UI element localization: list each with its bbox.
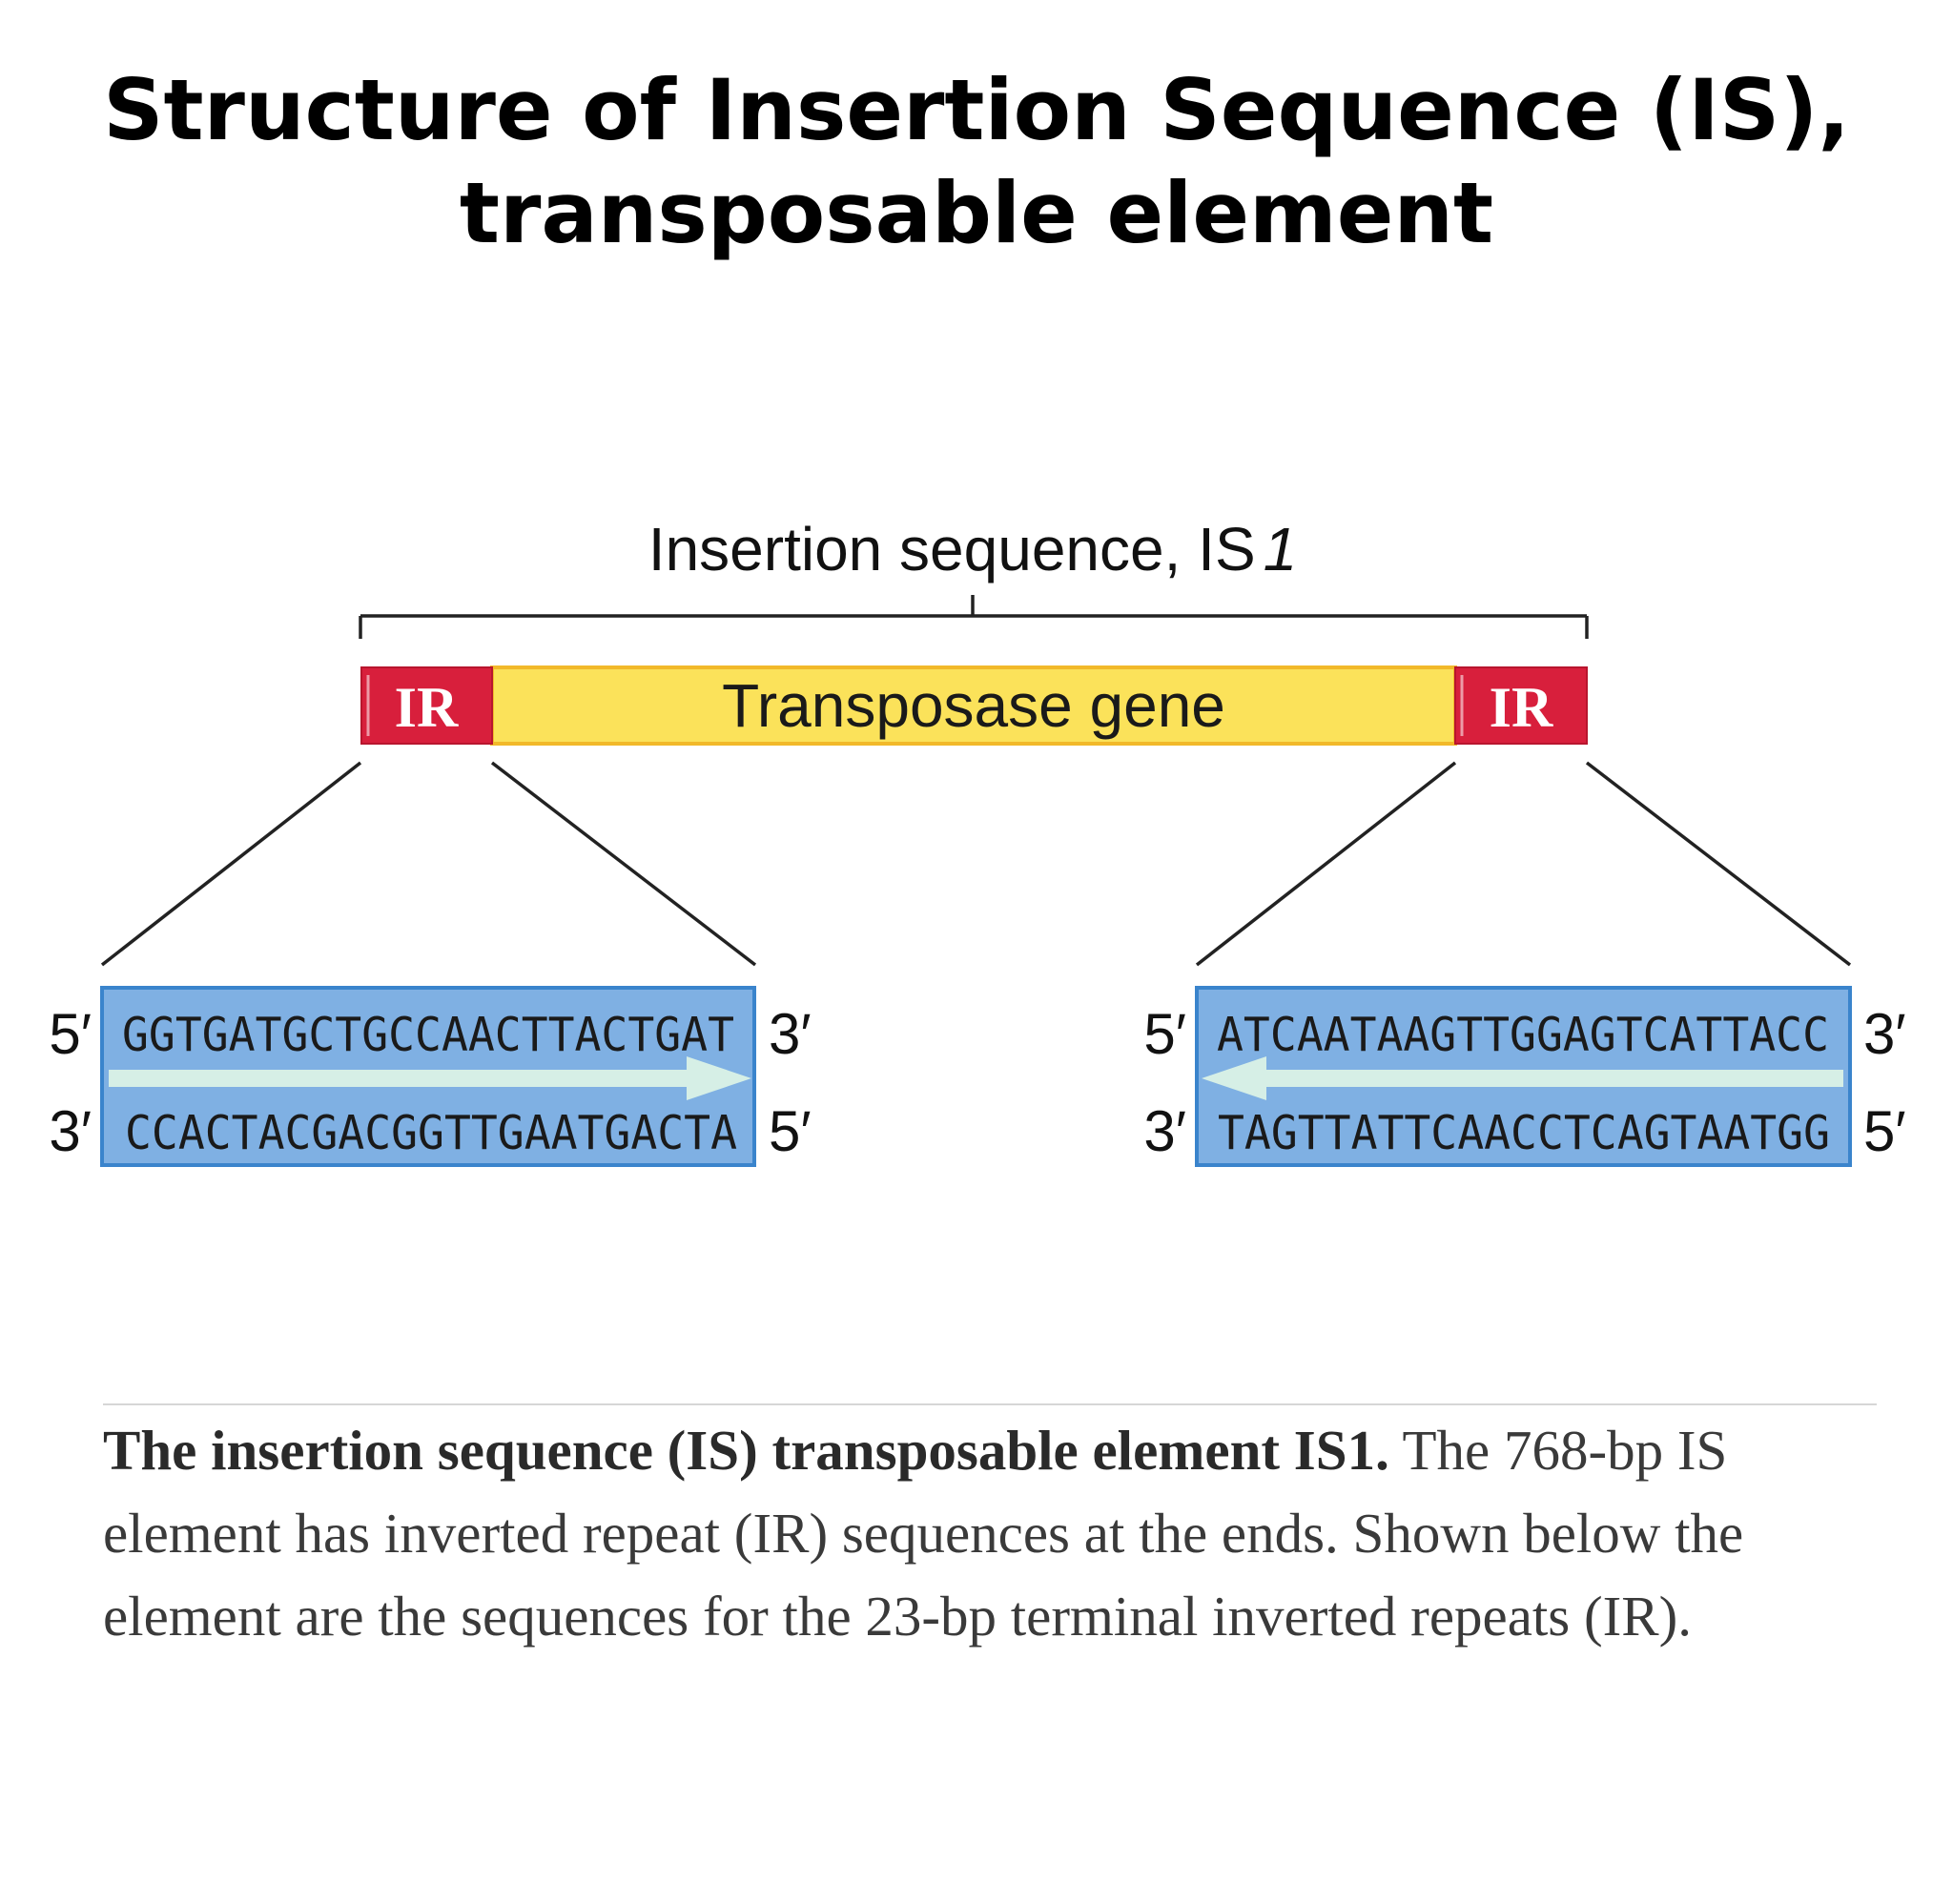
slide-title: Structure of Insertion Sequence (IS), tr… [0, 59, 1953, 265]
right-bottom-3prime: 3′ [1143, 1099, 1186, 1163]
right-top-sequence: ATCAATAAGTTGGAGTCATTACC [1217, 1008, 1829, 1062]
left-top-sequence: GGTGATGCTGCCAACTTACTGAT [122, 1008, 734, 1062]
right-ir-block [1454, 666, 1588, 745]
slide-title-line-2: transposable element [459, 164, 1494, 262]
right-arrow-icon [687, 1056, 751, 1100]
left-repeat-arrow-shaft [109, 1070, 689, 1087]
zoom-lines [100, 761, 1852, 967]
right-ir-label: IR [1490, 676, 1553, 739]
insertion-sequence-bracket [359, 595, 1589, 639]
left-arrow-icon [1202, 1056, 1266, 1100]
caption-divider [103, 1403, 1877, 1405]
right-top-5prime: 5′ [1143, 1002, 1186, 1066]
figure-caption: The insertion sequence (IS) transposable… [103, 1409, 1896, 1658]
caption-bold-lead: The insertion sequence (IS) transposable… [103, 1419, 1389, 1482]
right-top-3prime: 3′ [1863, 1002, 1906, 1066]
transposase-gene-block [490, 665, 1457, 746]
bracket-label-number: 1 [1264, 515, 1298, 583]
is-element-bar: IR Transposase gene IR [360, 665, 1588, 746]
caption-body: The 768-bp IS element has inverted repea… [103, 1419, 1744, 1648]
right-bottom-sequence: TAGTTATTCAACCTCAGTAATGG [1218, 1106, 1830, 1160]
left-bottom-5prime: 5′ [769, 1099, 812, 1163]
left-inverted-repeat: 5′ GGTGATGCTGCCAACTTACTGAT 3′ 3′ CCACTAC… [49, 986, 812, 1167]
left-ir-block [360, 666, 493, 745]
right-bottom-5prime: 5′ [1863, 1099, 1906, 1163]
bracket-label-main: Insertion sequence, IS [648, 515, 1256, 583]
left-top-5prime: 5′ [49, 1002, 92, 1066]
left-ir-label: IR [395, 676, 459, 739]
slide-title-line-1: Structure of Insertion Sequence (IS), [103, 61, 1850, 159]
right-repeat-arrow-shaft [1264, 1070, 1843, 1087]
left-top-3prime: 3′ [769, 1002, 812, 1066]
transposase-gene-label: Transposase gene [722, 671, 1225, 740]
left-bottom-3prime: 3′ [49, 1099, 92, 1163]
right-inverted-repeat: 5′ ATCAATAAGTTGGAGTCATTACC 3′ 3′ TAGTTAT… [1143, 986, 1906, 1167]
left-bottom-sequence: CCACTACGACGGTTGAATGACTA [125, 1106, 737, 1160]
